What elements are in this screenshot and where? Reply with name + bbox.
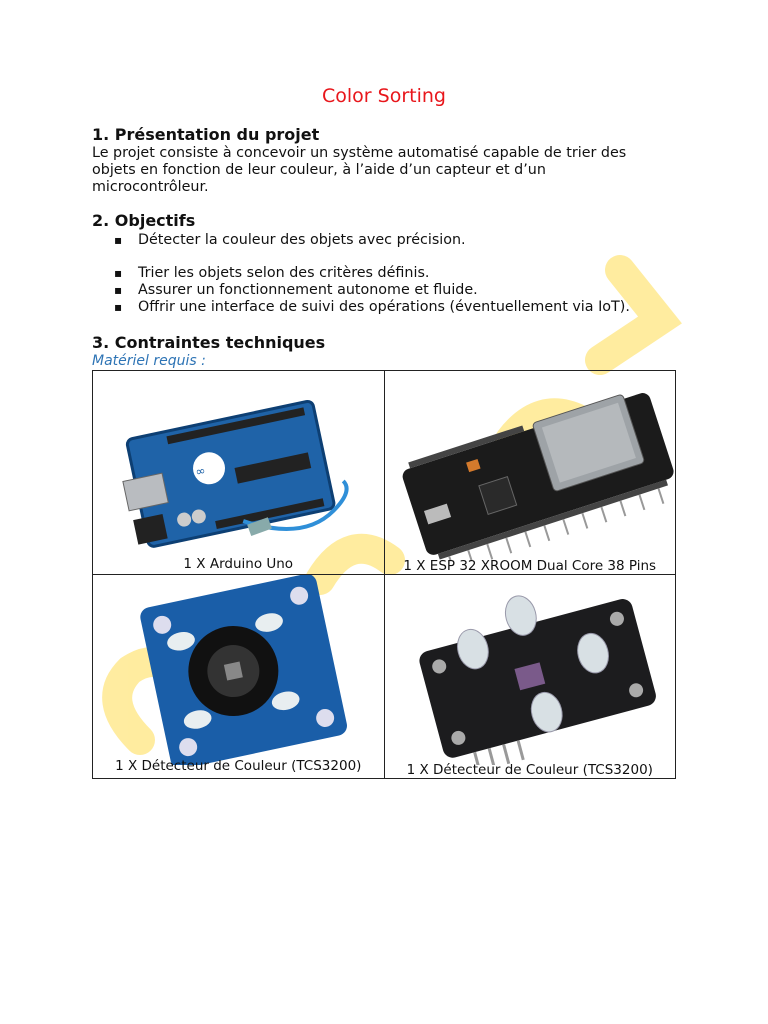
hardware-cell-tcs3200-a: 1 X Détecteur de Couleur (TCS3200) <box>92 574 385 779</box>
section-heading-contraintes: 3. Contraintes techniques <box>92 333 326 352</box>
presentation-line: microcontrôleur. <box>92 179 209 195</box>
arduino-uno-board-icon: ∞ <box>122 399 349 548</box>
hardware-cell-arduino: ∞ 1 X Arduino Uno <box>92 370 385 575</box>
hardware-caption: 1 X Arduino Uno <box>183 556 294 572</box>
hardware-caption: 1 X Détecteur de Couleur (TCS3200) <box>115 758 362 774</box>
section-heading-presentation: 1. Présentation du projet <box>92 125 320 144</box>
tcs3200-sensor-blue-icon <box>140 575 347 765</box>
svg-text:∞: ∞ <box>194 463 207 479</box>
presentation-text: Le projet consiste à concevoir un systèm… <box>92 145 682 196</box>
hardware-table: ∞ 1 X Arduino Uno <box>92 370 676 779</box>
hardware-subheading: Matériel requis : <box>92 353 206 369</box>
hardware-caption: 1 X Détecteur de Couleur (TCS3200) <box>406 762 653 778</box>
presentation-line: objets en fonction de leur couleur, à l’… <box>92 162 546 178</box>
esp32-board-icon <box>402 393 674 561</box>
hardware-caption: 1 X ESP 32 XROOM Dual Core 38 Pins <box>403 558 657 574</box>
tcs3200-sensor-black-icon <box>418 595 656 765</box>
hardware-cell-tcs3200-b: 1 X Détecteur de Couleur (TCS3200) <box>383 574 676 779</box>
presentation-line: Le projet consiste à concevoir un systèm… <box>92 145 627 161</box>
hardware-cell-esp32: 1 X ESP 32 XROOM Dual Core 38 Pins <box>383 370 676 575</box>
document-title: Color Sorting <box>322 85 446 107</box>
section-heading-objectifs: 2. Objectifs <box>92 211 196 230</box>
